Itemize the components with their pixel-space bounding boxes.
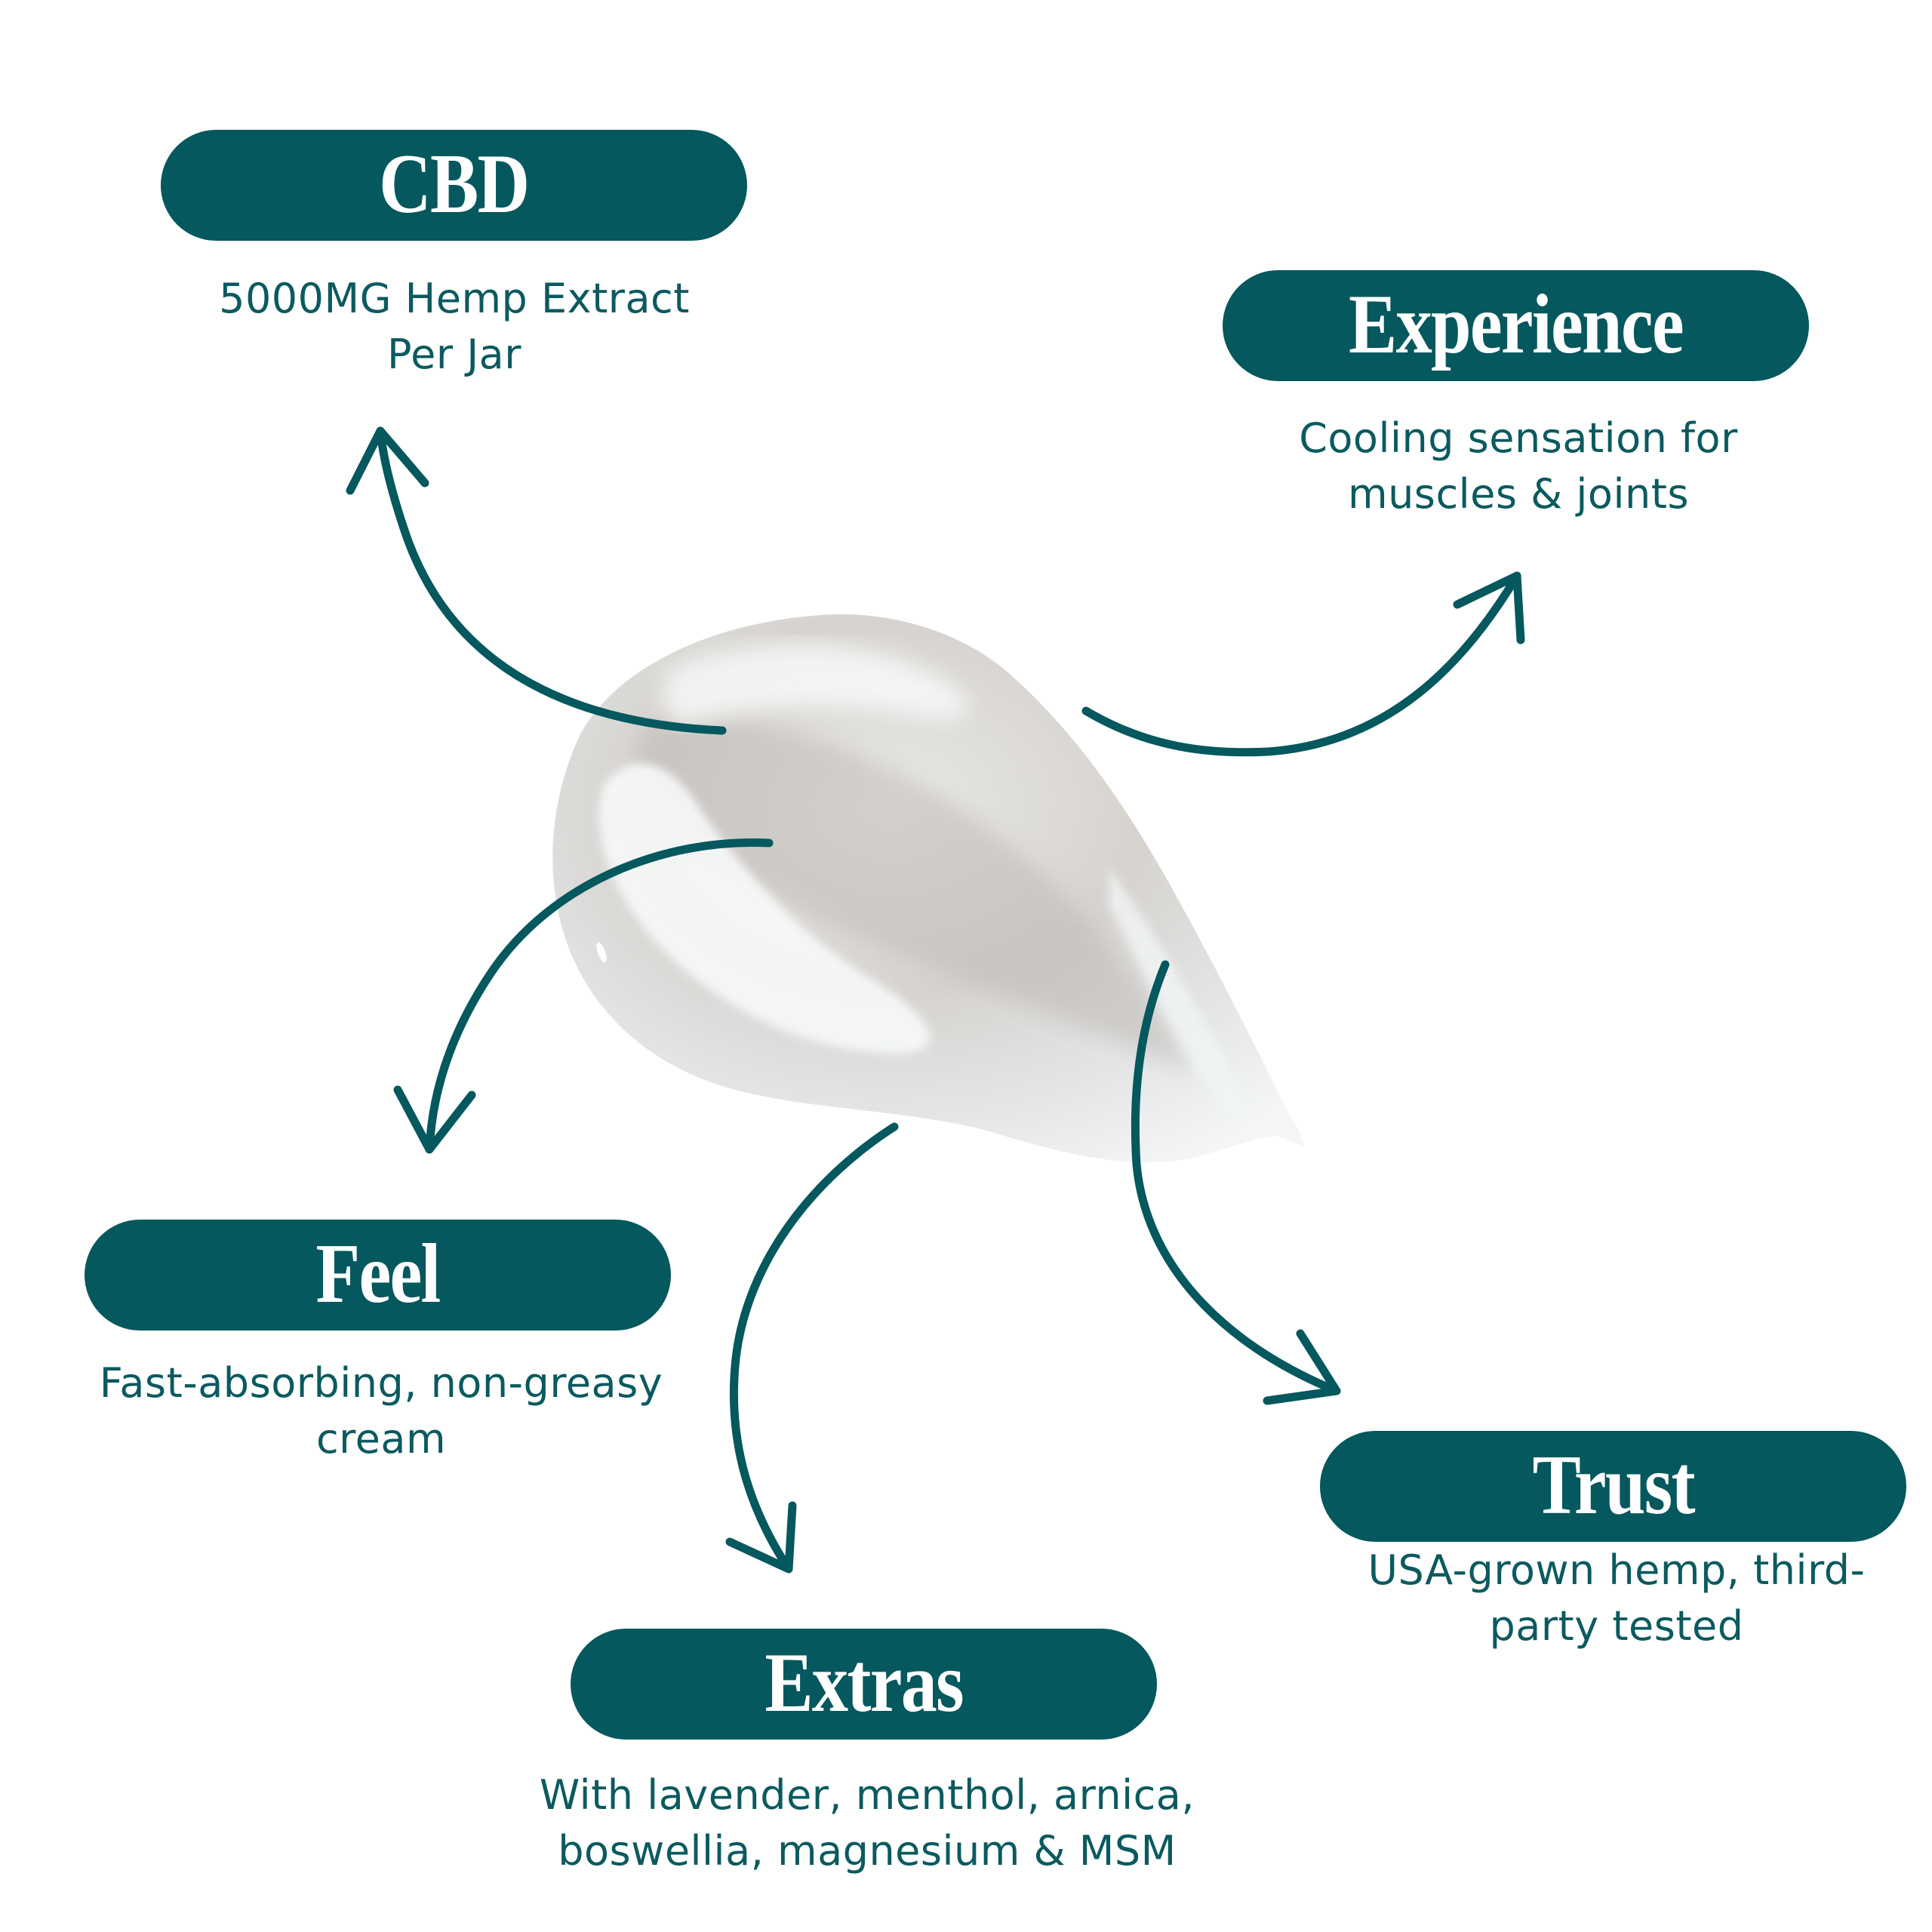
feature-pill-trust: Trust — [1320, 1431, 1906, 1542]
cream-swatch-top-sheen — [663, 643, 968, 727]
feature-description-line: muscles & joints — [1347, 470, 1690, 518]
feature-pill-feel: Feel — [85, 1220, 671, 1331]
feature-description-line: USA-grown hemp, third- — [1367, 1546, 1866, 1594]
cream-swatch-right-sheen — [1109, 868, 1247, 1118]
arrow-to-experience-head — [1453, 571, 1525, 645]
arrow-to-feel-head — [393, 1085, 476, 1154]
feature-description-line: Per Jar — [387, 331, 521, 378]
arrow-to-extras-shaft — [729, 1122, 899, 1574]
feature-title-experience: Experience — [1349, 277, 1684, 371]
cream-swatch-gloss — [596, 942, 607, 963]
feature-description-line: Fast-absorbing, non-greasy — [99, 1359, 663, 1407]
arrow-to-trust — [1131, 960, 1341, 1405]
feature-pill-extras: Extras — [571, 1629, 1157, 1740]
feature-description-cbd: 5000MG Hemp Extract Per Jar — [115, 271, 794, 383]
feature-title-cbd: CBD — [379, 137, 530, 231]
arrow-to-extras — [725, 1122, 899, 1574]
arrow-to-trust-shaft — [1131, 960, 1341, 1395]
feature-description-line: party tested — [1489, 1602, 1744, 1650]
cream-swatch-image — [552, 614, 1304, 1163]
feature-description-line: With lavender, menthol, arnica, — [539, 1771, 1195, 1819]
arrow-to-extras-head — [725, 1501, 797, 1574]
feature-title-feel: Feel — [315, 1226, 441, 1321]
arrow-to-cbd-shaft — [376, 426, 727, 735]
feature-description-experience: Cooling sensation for muscles & joints — [1179, 411, 1858, 522]
feature-description-line: 5000MG Hemp Extract — [219, 275, 690, 322]
arrow-to-cbd — [346, 426, 727, 735]
feature-description-extras: With lavender, menthol, arnica, boswelli… — [528, 1767, 1207, 1879]
arrow-to-experience-shaft — [1081, 571, 1521, 757]
feature-description-line: boswellia, magnesium & MSM — [558, 1827, 1177, 1875]
feature-description-feel: Fast-absorbing, non-greasy cream — [42, 1355, 721, 1467]
feature-title-extras: Extras — [764, 1635, 964, 1730]
feature-pill-experience: Experience — [1223, 270, 1809, 381]
cream-swatch-shadow — [637, 718, 1192, 1072]
arrow-to-feel-shaft — [425, 838, 774, 1154]
arrow-to-feel — [393, 838, 774, 1154]
arrow-to-trust-head — [1263, 1329, 1341, 1405]
feature-description-line: cream — [315, 1415, 447, 1463]
arrow-to-cbd-head — [346, 426, 429, 495]
arrow-to-experience — [1081, 571, 1525, 757]
feature-title-trust: Trust — [1532, 1438, 1695, 1532]
feature-description-line: Cooling sensation for — [1299, 414, 1738, 462]
cream-swatch-highlight — [598, 764, 931, 1054]
feature-pill-cbd: CBD — [161, 130, 747, 241]
feature-description-trust: USA-grown hemp, third- party tested — [1277, 1543, 1932, 1654]
